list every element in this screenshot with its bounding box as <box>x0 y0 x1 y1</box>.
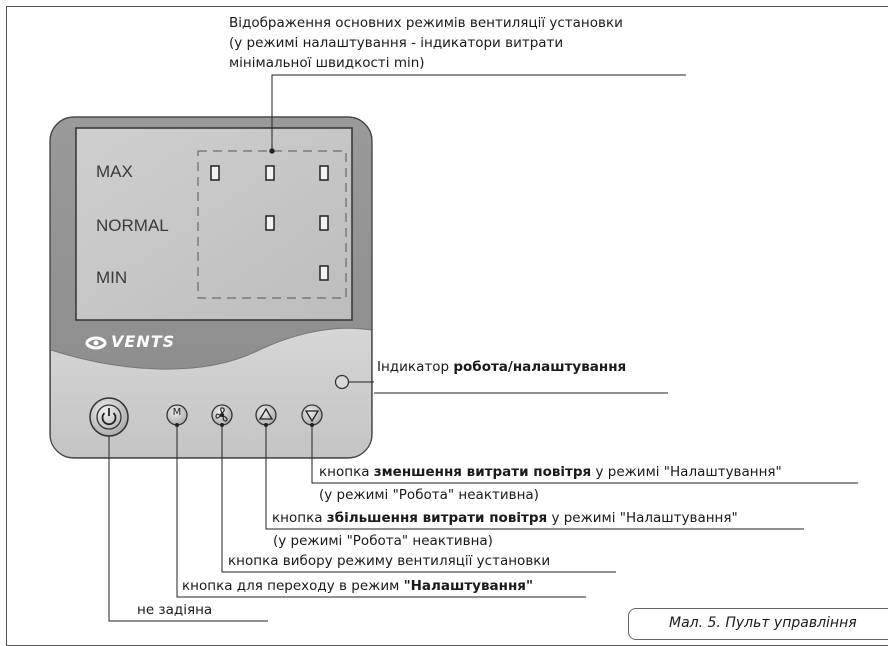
label-max: MAX <box>96 162 133 181</box>
led-indicators <box>210 165 329 281</box>
top-annotation-line1: Відображення основних режимів вентиляції… <box>229 15 623 31</box>
led-normal-1 <box>265 215 275 231</box>
led-normal-2 <box>319 215 329 231</box>
led-min-1 <box>319 265 329 281</box>
triangle-up-icon <box>258 407 274 420</box>
increase-bold: збільшення витрати повітря <box>326 510 548 526</box>
indicator-annotation: Індикатор робота/налаштування <box>377 359 626 376</box>
power-button[interactable] <box>89 397 129 437</box>
label-normal: NORMAL <box>96 216 169 235</box>
label-min: MIN <box>96 268 128 287</box>
increase-airflow-button[interactable] <box>255 404 277 426</box>
leader-lines <box>108 74 858 622</box>
setup-annotation: кнопка для переходу в режим "Налаштуванн… <box>182 578 533 595</box>
increase-prefix: кнопка <box>272 510 327 526</box>
increase-annotation: кнопка збільшення витрати повітря у режи… <box>272 510 738 527</box>
vents-logo-icon <box>85 336 107 350</box>
top-annotation-line3: мінімальної швидкості min) <box>229 55 425 71</box>
top-annotation-line2: (у режимі налаштування - індикатори витр… <box>229 35 564 51</box>
setup-bold: "Налаштування" <box>403 578 533 594</box>
increase-suffix: у режимі "Налаштування" <box>547 510 738 526</box>
decrease-bold: зменшення витрати повітря <box>373 464 592 480</box>
lcd-screen <box>75 127 353 321</box>
decrease-note: (у режимі "Робота" неактивна) <box>319 487 539 503</box>
figure-caption-box: Мал. 5. Пульт управління <box>628 608 888 640</box>
increase-note: (у режимі "Робота" неактивна) <box>273 533 493 549</box>
figure-caption: Мал. 5. Пульт управління <box>669 615 857 631</box>
mode-select-annotation: кнопка вибору режиму вентиляції установк… <box>228 553 551 569</box>
decrease-prefix: кнопка <box>319 464 374 480</box>
indicator-group-outline <box>197 150 347 299</box>
decrease-annotation: кнопка зменшення витрати повітря у режим… <box>319 464 782 481</box>
status-indicator-led <box>334 374 350 390</box>
indicator-prefix: Індикатор <box>377 359 454 375</box>
triangle-down-icon <box>304 410 320 423</box>
indicator-bold: робота/налаштування <box>453 359 627 375</box>
fan-speed-button[interactable] <box>211 404 233 426</box>
diagram-graphics <box>49 74 858 622</box>
brand-logo-text: VENTS <box>111 332 176 351</box>
decrease-airflow-button[interactable] <box>301 404 323 426</box>
fan-icon <box>215 407 228 422</box>
decrease-suffix: у режимі "Налаштування" <box>591 464 782 480</box>
led-max-1 <box>210 165 220 181</box>
mode-key-label: M <box>172 407 182 418</box>
led-max-3 <box>319 165 329 181</box>
setup-prefix: кнопка для переходу в режим <box>182 578 404 594</box>
led-max-2 <box>265 165 275 181</box>
unused-annotation: не задіяна <box>137 602 213 618</box>
